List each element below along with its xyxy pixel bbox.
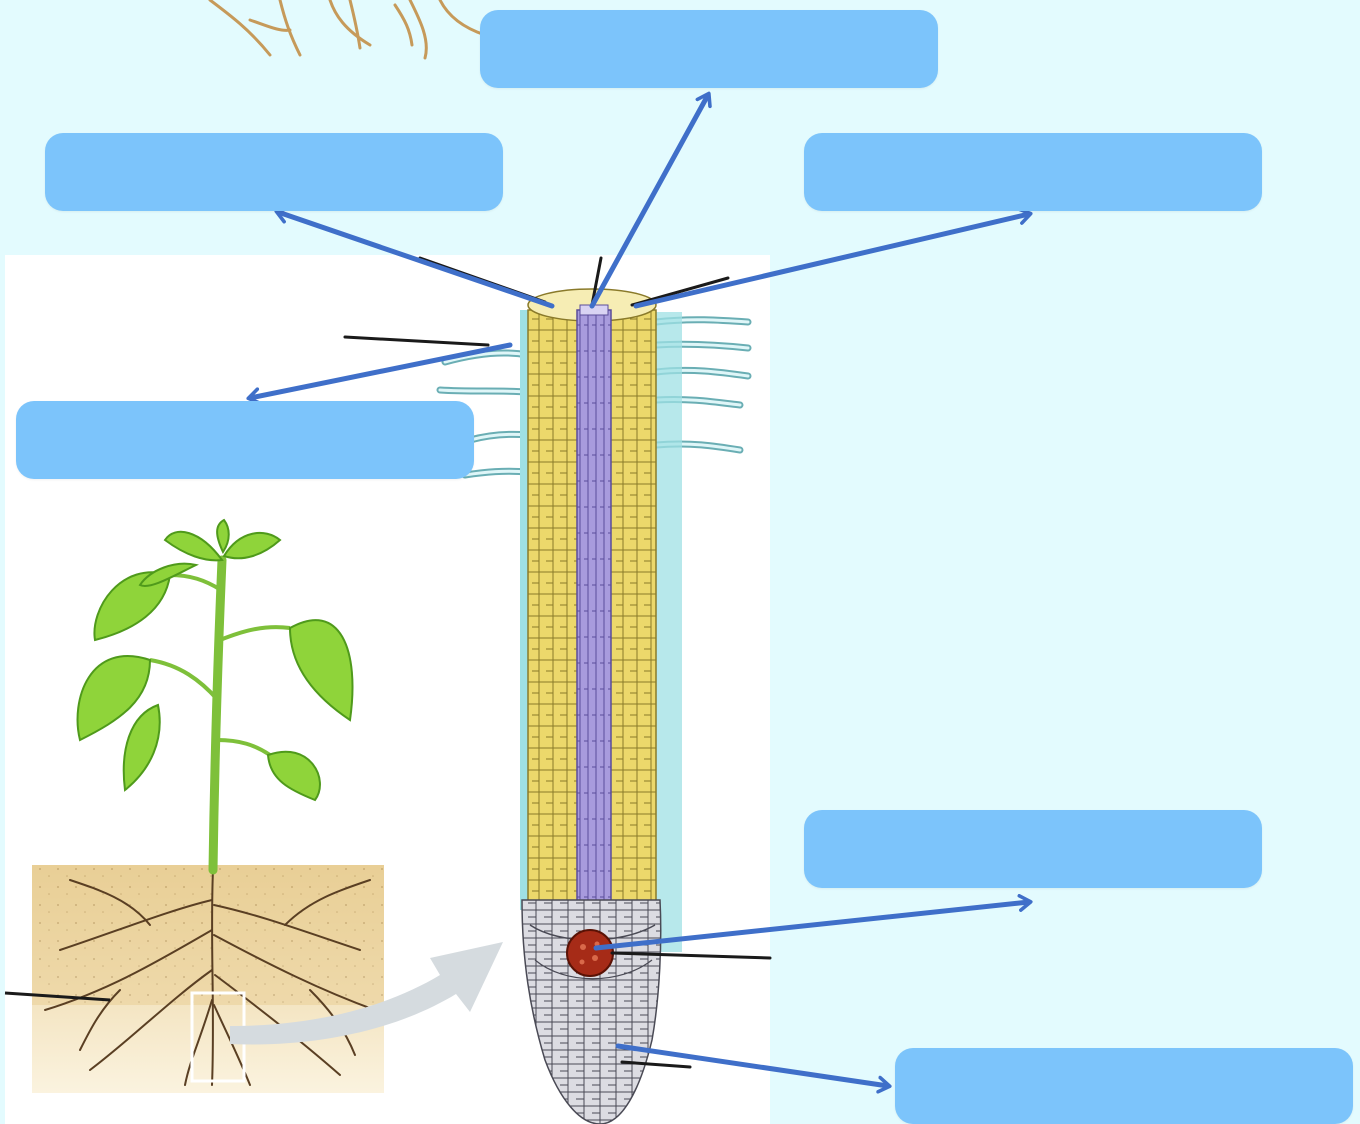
label-box-bottom[interactable] bbox=[895, 1048, 1353, 1124]
apical-meristem bbox=[567, 930, 613, 976]
label-box-top[interactable] bbox=[480, 10, 938, 88]
vascular-cylinder bbox=[577, 310, 611, 930]
label-box-left-mid[interactable] bbox=[16, 401, 474, 479]
label-box-right-lower[interactable] bbox=[804, 810, 1262, 888]
label-box-left-upper[interactable] bbox=[45, 133, 503, 211]
root-fragment-top bbox=[210, 0, 485, 58]
label-box-right-upper[interactable] bbox=[804, 133, 1262, 211]
epidermis-right bbox=[656, 312, 682, 952]
